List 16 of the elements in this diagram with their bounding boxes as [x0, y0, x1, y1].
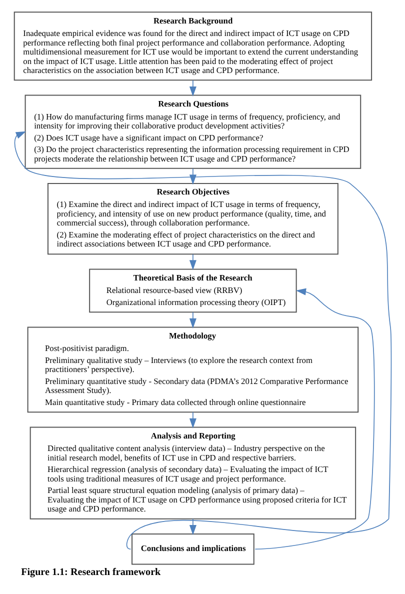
- node-box: Analysis and Reporting Directed qualitative content analysis (interview data) – Industry perspective on the initial research model, benefits of ICT use in CPD and respective barriers. Hierarchical regression (analysis of secondary data) – Evaluating the impact of ICT tools using traditional measures of ICT usage and project performance. Partial least square structural equation modeling (analysis of primary data) – Evaluating the impact of ICT usage on CPD performance using proposed criteria for ICT usage and CPD performance.: [29, 426, 356, 520]
- arrow: [188, 168, 196, 185]
- arrow: [188, 518, 196, 536]
- arrow: [188, 412, 196, 428]
- caption: Figure 1.1: Research framework: [20, 566, 160, 578]
- node-box: Conclusions and implications: [131, 534, 254, 565]
- arrow: [254, 288, 374, 550]
- node-box: Research Objectives (1) Examine the direct and indirect impact of ICT usage in terms of frequency, proficiency, and intensity of use on new product performance (quality, time, and commercial success), through collaboration performance. (2) Examine the moderating effect of project characteristics on the direct and indirect associations between ICT usage and CPD performance.: [46, 183, 338, 255]
- node-box: Research Questions (1) How do manufacturing firms manage ICT usage in terms of frequency, proficiency, and intensity for improving their collaborative product development activities? (2) Does ICT usage have a significant impact on CPD performance? (3) Do the project characteristics representing the information processing requirement in CPD projects moderate the relationship between ICT usage and CPD performance?: [24, 94, 361, 169]
- arrow: [14, 131, 392, 550]
- arrow: [188, 80, 196, 97]
- node-box: Research Background Inadequate empirical evidence was found for the direct and indirect impact of ICT usage on CPD performance reflecting both final project performance and collaboration performance. Adopting multidimensional measurement for ICT use would be important to extend the current understanding on the impact of ICT usage. Little attention has been paid to the moderating effect of project characteristics on the association between ICT usage and CPD performance.: [13, 12, 372, 81]
- arrow: [188, 312, 196, 328]
- node-box: Methodology Post-positivist paradigm. Preliminary qualitative study – Interviews (to explore the research context from practitioners’ perspective). Preliminary quantitative study - Secondary data (PDMA’s 2012 Comparative Performance Assessment Study). Main quantitative study - Primary data collected through online questionnaire: [26, 326, 358, 413]
- arrow: [188, 254, 196, 270]
- node-box: Theoretical Basis of the Research Relational resource-based view (RRBV) Organizational information processing theory (OIPT): [88, 268, 296, 313]
